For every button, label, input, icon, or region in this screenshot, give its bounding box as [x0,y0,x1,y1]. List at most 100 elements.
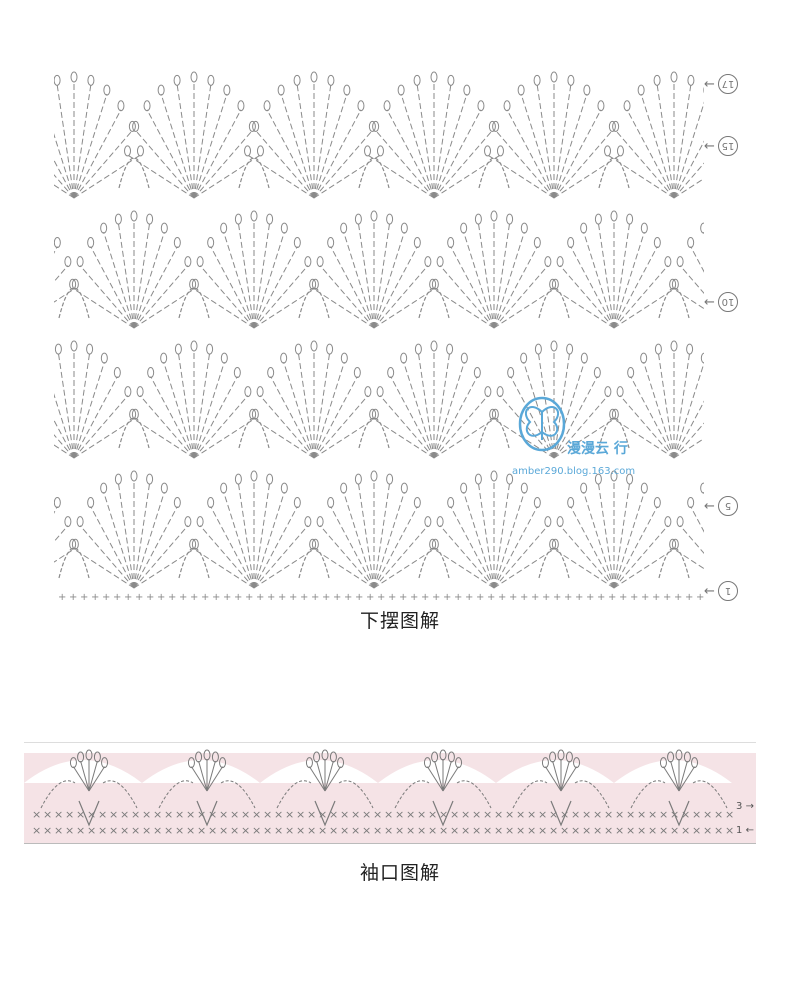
single-crochet-mark: + [498,592,506,603]
arrow-left-icon: ← [704,138,715,154]
single-crochet-mark: + [421,592,429,603]
single-crochet-mark: × [505,824,514,837]
single-crochet-mark: × [186,808,195,821]
single-crochet-mark: × [340,808,349,821]
single-crochet-mark: + [575,592,583,603]
single-crochet-mark: × [164,824,173,837]
stitch-fan [249,340,390,459]
single-crochet-mark: × [450,824,459,837]
single-crochet-mark: + [234,592,242,603]
single-crochet-mark: + [300,592,308,603]
stitch-fan [369,340,510,459]
single-crochet-mark: × [32,808,41,821]
single-crochet-mark: × [109,824,118,837]
single-crochet-mark: × [329,808,338,821]
single-crochet-mark: + [366,592,374,603]
single-crochet-mark: × [131,824,140,837]
single-crochet-mark: × [153,808,162,821]
sleeve-row-1: 1 ← [736,825,754,836]
stitch-fan [669,222,704,310]
single-crochet-mark: × [318,808,327,821]
stitch-fan [604,71,704,199]
single-crochet-mark: × [32,824,41,837]
sleeve-motif [394,749,492,827]
single-crochet-mark: × [54,824,63,837]
sleeve-motif [630,749,728,827]
single-crochet-mark: × [142,808,151,821]
single-crochet-mark: × [648,808,657,821]
arrow-left-icon: ← [704,294,715,310]
single-crochet-mark: × [131,808,140,821]
single-crochet-mark: × [714,824,723,837]
single-crochet-mark: × [648,824,657,837]
single-crochet-mark: × [549,824,558,837]
single-crochet-mark: × [472,824,481,837]
single-crochet-mark: + [146,592,154,603]
single-crochet-mark: × [43,824,52,837]
single-crochet-mark: + [344,592,352,603]
single-crochet-mark: × [593,808,602,821]
stitch-fan [549,470,690,589]
single-crochet-mark: + [190,592,198,603]
row-marker-1: ← 1 [704,581,738,601]
single-crochet-mark: + [410,592,418,603]
stitch-fan [54,340,150,459]
single-crochet-mark: + [487,592,495,603]
single-crochet-mark: + [69,592,77,603]
single-crochet-mark: × [571,824,580,837]
single-crochet-mark: + [553,592,561,603]
single-crochet-mark: + [212,592,220,603]
single-crochet-mark: × [98,824,107,837]
arrow-left-icon: ← [704,76,715,92]
single-crochet-mark: × [175,824,184,837]
stitch-fan [429,210,570,329]
row-number: 1 [736,825,743,836]
single-crochet-mark: × [417,808,426,821]
single-crochet-mark: × [637,824,646,837]
row-number: 15 [717,136,738,156]
stitch-fan [429,470,570,589]
single-crochet-mark: × [450,808,459,821]
single-crochet-mark: × [351,808,360,821]
single-crochet-mark: × [373,824,382,837]
single-crochet-mark: + [80,592,88,603]
single-crochet-mark: × [527,808,536,821]
sleeve-caption: 袖口图解 [359,862,440,884]
single-crochet-mark: × [153,824,162,837]
single-crochet-mark: × [329,824,338,837]
single-crochet-mark: × [186,824,195,837]
single-crochet-mark: × [714,808,723,821]
single-crochet-mark: + [245,592,253,603]
single-crochet-mark: × [351,824,360,837]
single-crochet-mark: + [135,592,143,603]
single-crochet-mark: × [373,808,382,821]
single-crochet-mark: × [417,824,426,837]
single-crochet-mark: × [692,824,701,837]
single-crochet-mark: + [377,592,385,603]
single-crochet-mark: × [263,824,272,837]
stitch-fan [549,210,690,329]
stitch-fan [189,470,330,589]
single-crochet-mark: × [659,824,668,837]
row-marker-5: ← 5 [704,496,738,516]
single-crochet-mark: × [285,824,294,837]
single-crochet-mark: × [494,824,503,837]
butterfly-logo-icon [518,396,566,452]
single-crochet-mark: × [76,824,85,837]
sleeve-motif [512,749,610,827]
single-crochet-mark: + [113,592,121,603]
single-crochet-mark: × [494,808,503,821]
single-crochet-mark: × [362,824,371,837]
sleeve-motif [40,749,138,827]
single-crochet-mark: × [395,824,404,837]
single-crochet-mark: × [406,808,415,821]
single-crochet-mark: + [542,592,550,603]
single-crochet-mark: + [124,592,132,603]
single-crochet-mark: × [615,824,624,837]
single-crochet-mark: + [355,592,363,603]
single-crochet-mark: + [322,592,330,603]
single-crochet-mark: × [109,808,118,821]
stitch-fan [309,210,450,329]
single-crochet-mark: + [685,592,693,603]
single-crochet-mark: × [307,808,316,821]
